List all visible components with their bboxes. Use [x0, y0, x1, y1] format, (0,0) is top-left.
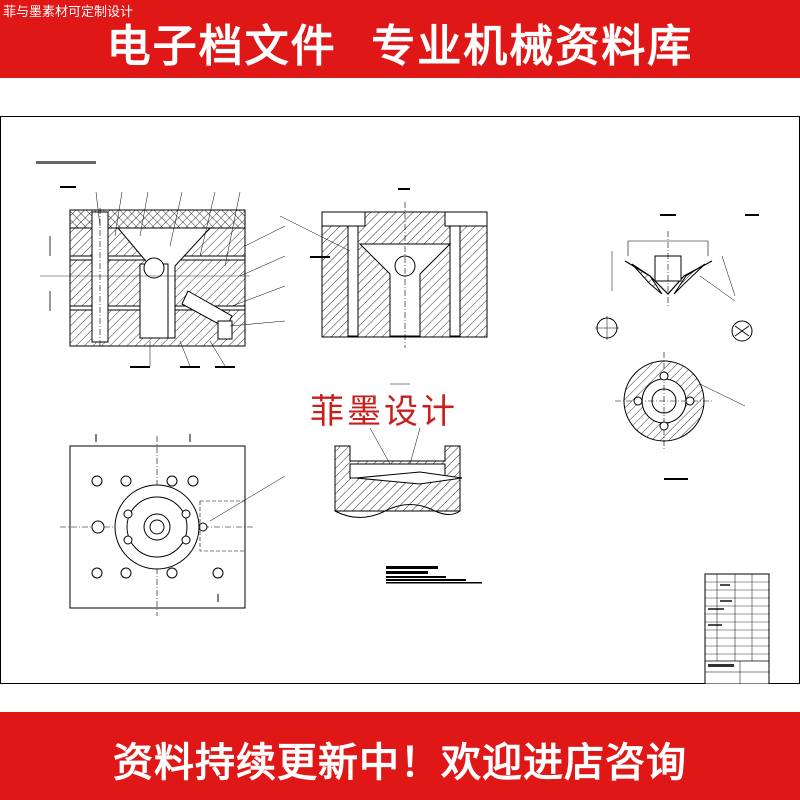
- footer-banner-text: 资料持续更新中！欢迎进店咨询: [113, 740, 687, 786]
- cad-drawing: [0, 116, 800, 685]
- detail-view: [334, 383, 463, 518]
- part-section-view: [595, 214, 759, 342]
- mold-plan-view: [60, 434, 286, 616]
- technical-notes: [386, 566, 482, 584]
- watermark-overlay-text: 菲墨设计: [310, 392, 458, 432]
- banner-title: 电子档文件 专业机械资料库: [106, 21, 694, 72]
- top-banner: 菲与墨素材可定制设计 电子档文件 专业机械资料库: [0, 0, 800, 78]
- bottom-banner: 资料持续更新中！欢迎进店咨询: [0, 712, 800, 800]
- main-section-view: [40, 186, 286, 368]
- title-block: [704, 573, 770, 685]
- watermark-label: 菲与墨素材可定制设计: [3, 5, 134, 20]
- part-plan-view: [615, 352, 746, 480]
- side-section-view: [279, 188, 488, 348]
